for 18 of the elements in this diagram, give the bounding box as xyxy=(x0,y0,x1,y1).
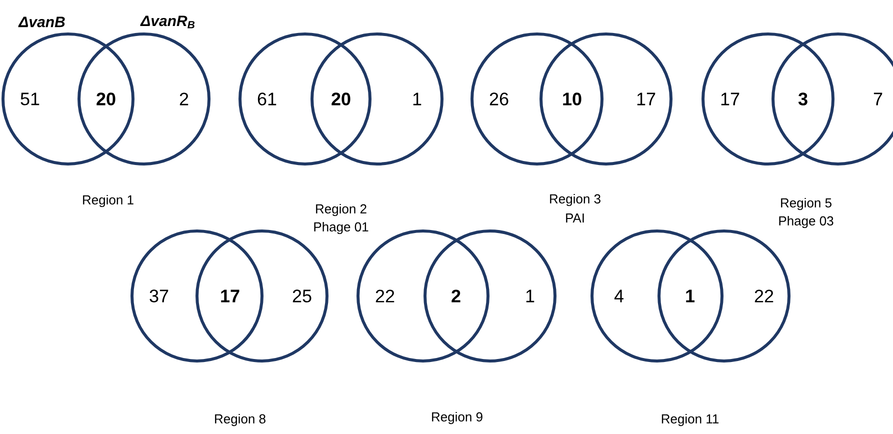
region-caption: Region 2 xyxy=(316,204,366,216)
overlap-count: 20 xyxy=(332,92,350,106)
overlap-count: 10 xyxy=(563,92,582,106)
overlap-count: 3 xyxy=(798,92,808,106)
region-caption: Region 1 xyxy=(83,194,134,208)
overlap-count: 1 xyxy=(686,290,695,302)
region-caption: Region 3 xyxy=(550,194,600,206)
overlap-count: 2 xyxy=(452,290,460,302)
region-caption: Region 11 xyxy=(662,414,719,426)
region-caption: Phage 03 xyxy=(779,216,834,228)
overlap-count: 20 xyxy=(96,92,116,106)
set-label: ΔvanR$_{B}$ xyxy=(140,16,195,28)
region-caption: Region 5 xyxy=(781,198,832,210)
overlap-count: 17 xyxy=(221,290,240,302)
region-caption: PAI xyxy=(566,214,584,222)
region-caption: Region 8 xyxy=(215,414,266,426)
set-label: ΔvanB xyxy=(18,16,65,28)
region-caption: Region 9 xyxy=(432,412,482,424)
